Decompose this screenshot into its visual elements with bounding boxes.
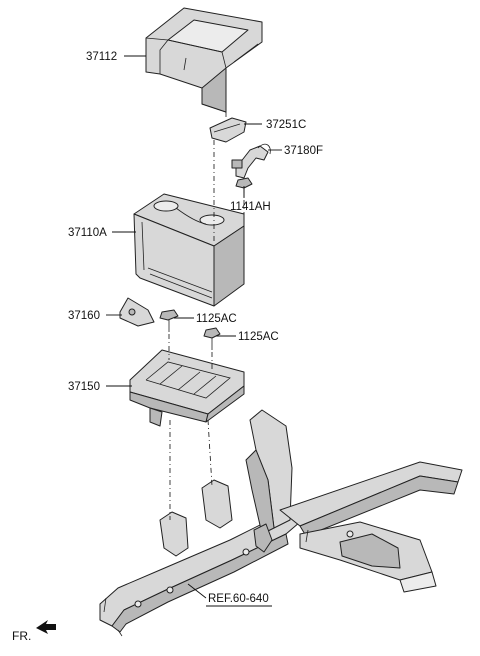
bolt-1125ac-upper-part (159, 309, 179, 332)
battery-cover-part (145, 7, 263, 113)
label-ref-60-640: REF.60-640 (208, 593, 269, 605)
label-front: FR. (12, 629, 31, 643)
label-1141ah: 1141AH (230, 201, 271, 213)
front-arrow-icon (36, 620, 56, 634)
label-1125ac-lower: 1125AC (238, 331, 279, 343)
label-37150: 37150 (68, 381, 100, 393)
label-37112: 37112 (86, 51, 117, 63)
battery-tray-part (129, 349, 245, 427)
label-37160: 37160 (68, 310, 100, 322)
battery-cable-part (231, 143, 271, 179)
body-frame-part (99, 409, 463, 637)
label-37251c: 37251C (266, 119, 306, 131)
battery-clamp-part (209, 117, 247, 143)
bolt-1125ac-lower-part (203, 327, 221, 350)
battery-part (133, 193, 245, 307)
battery-bracket-part (119, 297, 155, 327)
label-37180f: 37180F (284, 145, 323, 157)
leader-lines (106, 55, 282, 599)
label-37110a: 37110A (68, 227, 107, 239)
label-1125ac-upper: 1125AC (196, 313, 237, 325)
